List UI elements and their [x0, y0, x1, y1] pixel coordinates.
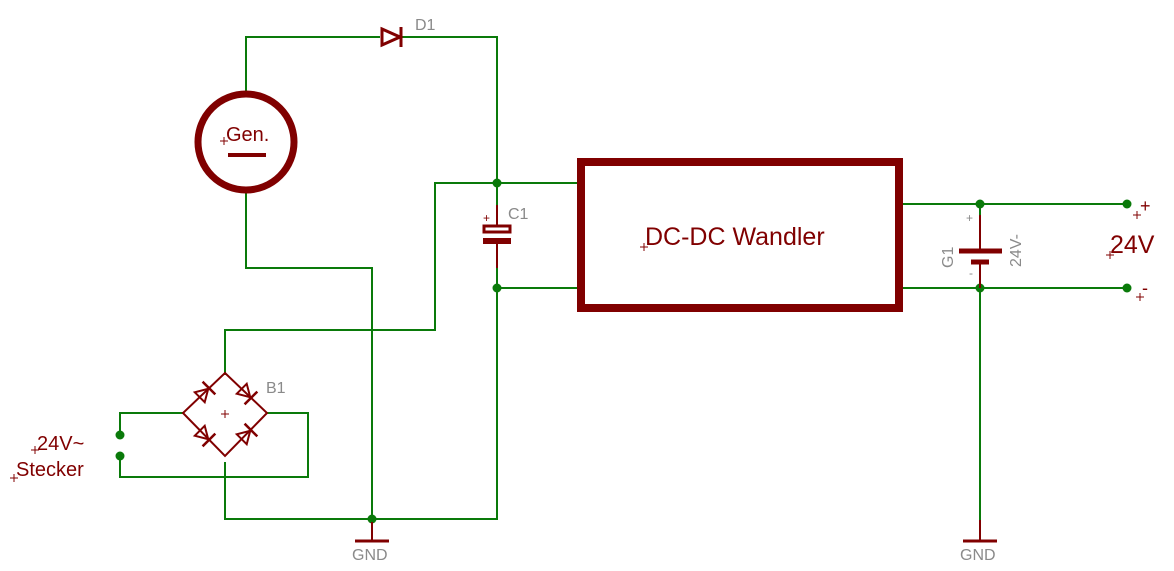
origin-cross	[31, 446, 39, 454]
bridge-diode	[234, 422, 259, 447]
bridge-rectifier-b1-symbol: B1	[181, 371, 286, 458]
wire-gen-top-to-d1	[245, 36, 380, 95]
input-labels: 24V~ Stecker	[10, 433, 84, 482]
dcdc-label: DC-DC Wandler	[645, 223, 825, 251]
cap-ref: C1	[508, 206, 529, 223]
terminal-ac-1	[115, 430, 125, 440]
input-connector: Stecker	[16, 459, 84, 481]
generator-label: Gen.	[226, 124, 269, 146]
ground-left-symbol: GND	[352, 522, 389, 564]
output-voltage: 24V	[1110, 231, 1155, 259]
junction-dot	[492, 178, 502, 188]
bridge-ref: B1	[266, 380, 286, 397]
capacitor-c1-symbol: + C1	[482, 205, 529, 268]
input-voltage: 24V~	[37, 433, 84, 455]
origin-cross	[10, 474, 18, 482]
output-plus: +	[1140, 196, 1151, 216]
terminal-ac-2	[115, 451, 125, 461]
junctions	[115, 178, 1132, 524]
wire-d1-to-node	[402, 36, 498, 183]
generator-symbol: Gen.	[194, 90, 298, 194]
wire-gen-bottom	[245, 190, 373, 519]
generator-circle	[194, 90, 298, 194]
junction-dot	[492, 283, 502, 293]
origin-cross	[221, 410, 229, 418]
origin-cross	[1136, 293, 1144, 301]
output-minus: -	[1142, 278, 1148, 298]
cap-plate-minus	[483, 238, 511, 244]
dcdc-converter-symbol: DC-DC Wandler	[577, 158, 903, 312]
bridge-diode	[192, 423, 217, 448]
bridge-diode	[234, 381, 259, 406]
cap-plate-plus	[482, 224, 512, 234]
origin-cross	[1133, 211, 1141, 219]
bridge-diamond	[181, 371, 269, 458]
junction-dot	[367, 514, 377, 524]
wires	[119, 36, 1127, 520]
terminal-out-plus	[1122, 199, 1132, 209]
wire-ac-bottom	[119, 412, 309, 478]
diode-triangle	[380, 26, 404, 48]
battery-value: 24V-	[1008, 234, 1025, 267]
battery-minus: -	[969, 266, 973, 280]
battery-plus: +	[966, 211, 973, 225]
output-labels: + 24V -	[1106, 196, 1155, 301]
junction-dot	[975, 199, 985, 209]
origin-cross	[1106, 251, 1114, 259]
wire-ac-top	[119, 412, 183, 435]
wire-gnd-bus	[224, 288, 498, 520]
origin-cross	[220, 137, 228, 145]
dcdc-box	[577, 158, 903, 312]
cap-polarity: +	[483, 211, 490, 225]
bridge-diode	[192, 380, 217, 405]
origin-cross	[640, 243, 648, 251]
wire-bridge-plus	[224, 182, 497, 375]
gnd-label: GND	[960, 547, 996, 564]
diode-d1-symbol: D1	[380, 17, 436, 48]
diode-ref: D1	[415, 17, 436, 34]
gnd-label: GND	[352, 547, 388, 564]
battery-ref: G1	[940, 247, 957, 268]
terminal-out-minus	[1122, 283, 1132, 293]
ground-right-symbol: GND	[960, 520, 997, 564]
battery-g1-symbol: + - G1 24V-	[940, 211, 1025, 288]
